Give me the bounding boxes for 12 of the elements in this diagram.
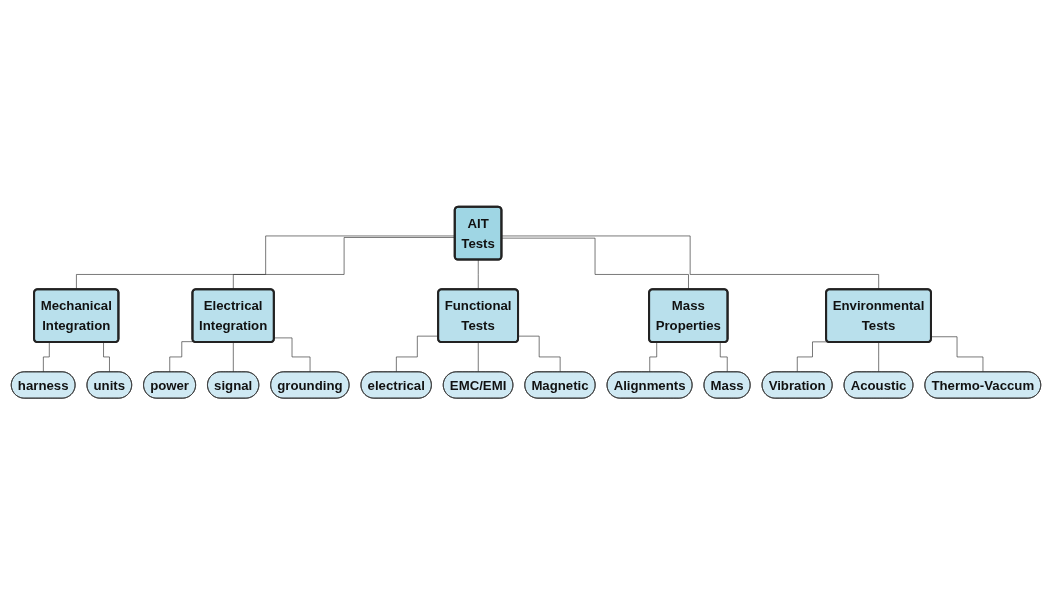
connector <box>501 235 880 290</box>
connector <box>796 341 829 373</box>
connector <box>477 259 479 290</box>
connector <box>169 341 195 373</box>
connector <box>233 342 234 373</box>
connector <box>396 335 439 373</box>
connector <box>878 342 880 373</box>
connector <box>930 336 984 373</box>
connector <box>518 335 561 373</box>
connector <box>477 342 479 373</box>
connector <box>273 337 311 373</box>
connector <box>501 237 689 290</box>
